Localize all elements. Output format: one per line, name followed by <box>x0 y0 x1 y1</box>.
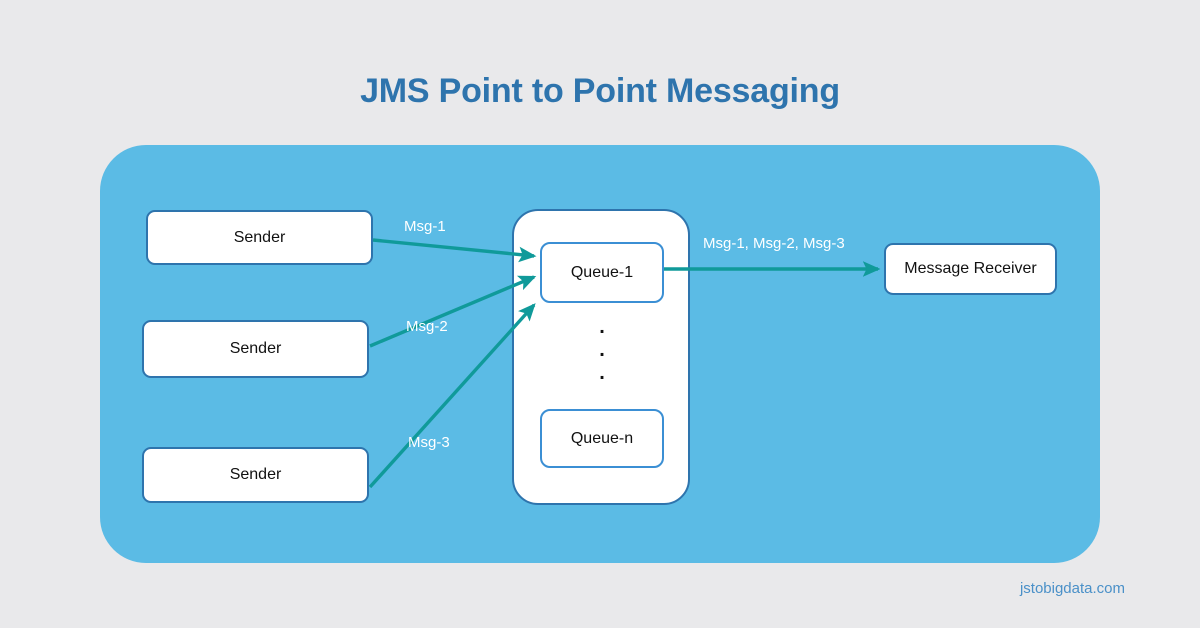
message-receiver-label: Message Receiver <box>904 260 1037 277</box>
sender-box-3-label: Sender <box>229 466 282 483</box>
queue-ellipsis-dot-3: . <box>599 362 605 384</box>
queue-ellipsis-dot-2: . <box>599 339 605 361</box>
queue-box-1[interactable]: Queue-1 <box>540 242 664 303</box>
site-watermark: jstobigdata.com <box>1019 580 1125 597</box>
sender-box-1[interactable]: Sender <box>146 210 373 265</box>
edge-label-msg-3: Msg-3 <box>408 434 450 451</box>
queue-box-1-label: Queue-1 <box>570 263 634 281</box>
page-title: JMS Point to Point Messaging <box>360 72 840 110</box>
sender-box-2[interactable]: Sender <box>142 320 369 378</box>
queue-box-n[interactable]: Queue-n <box>540 409 664 468</box>
edge-label-msg-all: Msg-1, Msg-2, Msg-3 <box>703 235 845 252</box>
edge-label-msg-2: Msg-2 <box>406 318 448 335</box>
message-receiver-box[interactable]: Message Receiver <box>884 243 1057 295</box>
queue-ellipsis-dot-1: . <box>599 316 605 338</box>
edge-label-msg-1: Msg-1 <box>404 218 446 235</box>
queue-box-n-label: Queue-n <box>570 429 634 447</box>
sender-box-2-label: Sender <box>229 340 282 357</box>
sender-box-3[interactable]: Sender <box>142 447 369 503</box>
sender-box-1-label: Sender <box>233 228 286 246</box>
queue-ellipsis: . . . <box>540 316 664 385</box>
